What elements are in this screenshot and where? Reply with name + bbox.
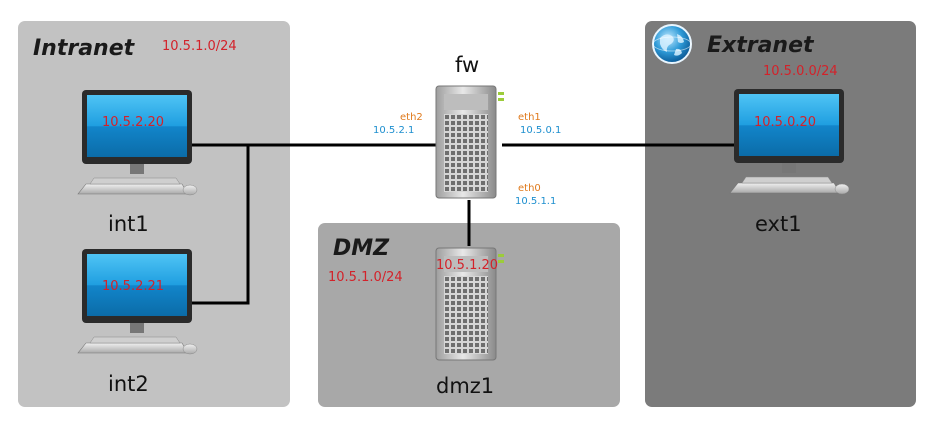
extranet-zone xyxy=(645,21,916,407)
link-int2-switch xyxy=(190,145,250,305)
intranet-title: Intranet xyxy=(33,36,135,61)
desktop-computer-icon xyxy=(77,249,198,355)
desktop-computer-icon xyxy=(77,90,198,196)
ext1-ip: 10.5.0.20 xyxy=(754,115,817,130)
desktop-computer-icon xyxy=(729,89,850,195)
fw-eth1-ip: 10.5.0.1 xyxy=(520,125,562,136)
fw-eth2-name: eth2 xyxy=(400,112,423,123)
ext1-name: ext1 xyxy=(755,212,802,236)
int2-name: int2 xyxy=(108,372,149,396)
tower-server-icon xyxy=(435,85,504,199)
fw-eth0-name: eth0 xyxy=(518,183,541,194)
dmz-subnet: 10.5.1.0/24 xyxy=(328,270,403,285)
extranet-subnet: 10.5.0.0/24 xyxy=(763,64,838,79)
fw-name: fw xyxy=(455,53,480,77)
fw-eth1-name: eth1 xyxy=(518,112,541,123)
globe-icon xyxy=(652,24,692,64)
int1-name: int1 xyxy=(108,212,149,236)
int2-ip: 10.5.2.21 xyxy=(102,279,165,294)
tower-server-icon xyxy=(435,247,504,361)
extranet-title: Extranet xyxy=(707,33,814,58)
dmz1-name: dmz1 xyxy=(436,374,495,398)
fw-eth0-ip: 10.5.1.1 xyxy=(515,196,557,207)
dmz-title: DMZ xyxy=(333,236,390,261)
intranet-subnet: 10.5.1.0/24 xyxy=(162,39,237,54)
dmz1-ip: 10.5.1.20 xyxy=(436,258,499,273)
fw-eth2-ip: 10.5.2.1 xyxy=(373,125,415,136)
int1-ip: 10.5.2.20 xyxy=(102,115,165,130)
